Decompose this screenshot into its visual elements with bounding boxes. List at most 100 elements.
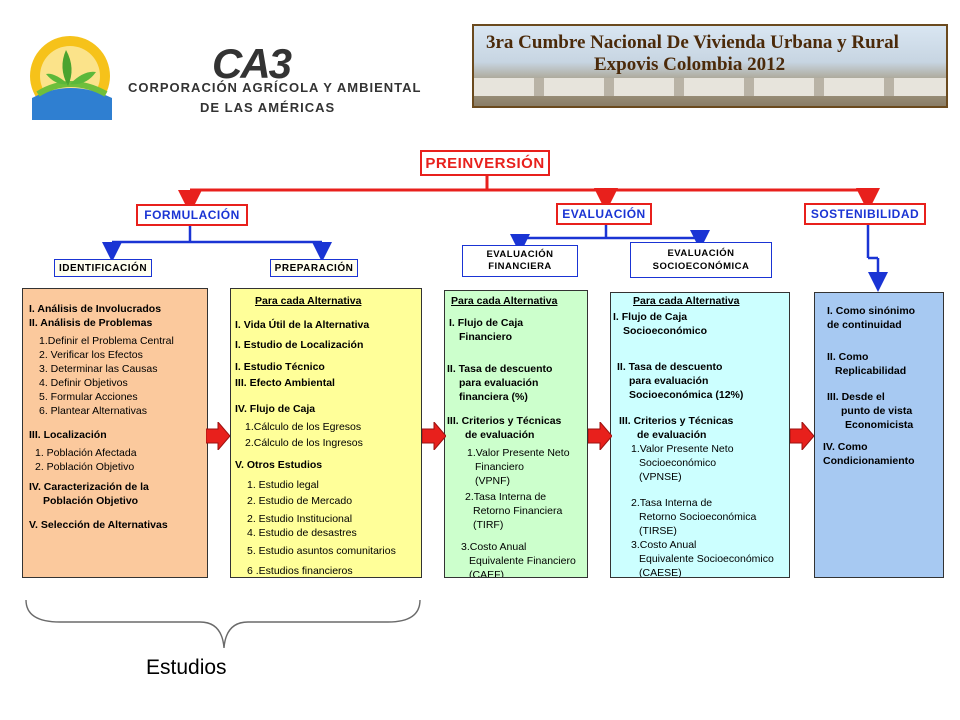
col5-line: de continuidad bbox=[827, 319, 902, 331]
col4-line: Para cada Alternativa bbox=[633, 295, 740, 307]
col4-line: Socioeconómico bbox=[639, 457, 717, 469]
col1-line: 6. Plantear Alternativas bbox=[39, 405, 147, 417]
col1-line: III. Localización bbox=[29, 429, 107, 441]
arrow-right-icon bbox=[588, 422, 612, 450]
arrow-right-icon bbox=[422, 422, 446, 450]
col5-line: Replicabilidad bbox=[835, 365, 907, 377]
col3-line: para evaluación bbox=[459, 377, 539, 389]
col1-line: Población Objetivo bbox=[43, 495, 139, 507]
banner-subtitle: Expovis Colombia 2012 bbox=[594, 54, 786, 75]
col1-line: 2. Verificar los Efectos bbox=[39, 349, 143, 361]
col2-line: I. Estudio Técnico bbox=[235, 361, 325, 373]
col3-line: Retorno Financiera bbox=[473, 505, 563, 517]
col5-line: Economicista bbox=[845, 419, 914, 431]
col2-line: 2. Estudio Institucional bbox=[247, 513, 353, 525]
col4-line: para evaluación bbox=[629, 375, 709, 387]
col4-line: Retorno Socioeconómica bbox=[639, 511, 757, 523]
evaluacion-socioeconomica-column: Para cada Alternativa I. Flujo de Caja S… bbox=[610, 292, 790, 578]
col3-line: Financiero bbox=[475, 461, 525, 473]
col5-line: IV. Como bbox=[823, 441, 868, 453]
col3-line: (VPNF) bbox=[475, 475, 510, 487]
col4-line: Socioeconómica (12%) bbox=[629, 389, 744, 401]
eval-socioeconomica-line2: SOCIOECONÓMICA bbox=[652, 261, 750, 272]
formulacion-box: FORMULACIÓN bbox=[136, 204, 248, 226]
sostenibilidad-column: I. Como sinónimo de continuidad II. Como… bbox=[814, 292, 944, 578]
col3-line: Para cada Alternativa bbox=[451, 295, 558, 307]
col3-line: 3.Costo Anual bbox=[461, 541, 527, 553]
event-banner: 3ra Cumbre Nacional De Vivienda Urbana y… bbox=[472, 24, 948, 108]
col3-line: 1.Valor Presente Neto bbox=[467, 447, 570, 459]
col2-line: V. Otros Estudios bbox=[235, 459, 323, 471]
evaluacion-box: EVALUACIÓN bbox=[556, 203, 652, 225]
col3-line: (TIRF) bbox=[473, 519, 504, 531]
col1-line: 1.Definir el Problema Central bbox=[39, 335, 174, 347]
eval-financiera-line1: EVALUACIÓN bbox=[486, 249, 554, 260]
col2-line: Para cada Alternativa bbox=[255, 295, 362, 307]
col4-line: (CAESE) bbox=[639, 567, 682, 578]
preparacion-box: PREPARACIÓN bbox=[270, 259, 358, 277]
col2-line: 1. Estudio legal bbox=[247, 479, 319, 491]
col4-line: (TIRSE) bbox=[639, 525, 677, 537]
col3-line: Equivalente Financiero bbox=[469, 555, 576, 567]
logo-line3: DE LAS AMÉRICAS bbox=[200, 100, 336, 115]
logo-ca3: CA3 bbox=[212, 40, 292, 87]
col5-line: I. Como sinónimo bbox=[827, 305, 916, 317]
col4-line: de evaluación bbox=[637, 429, 707, 441]
col5-line: II. Como bbox=[827, 351, 869, 363]
col2-line: III. Efecto Ambiental bbox=[235, 377, 335, 389]
col4-line: 3.Costo Anual bbox=[631, 539, 697, 551]
identificacion-column: I. Análisis de Involucrados II. Análisis… bbox=[22, 288, 208, 578]
col4-line: II. Tasa de descuento bbox=[617, 361, 723, 373]
col3-line: (CAEF) bbox=[469, 569, 504, 578]
logo-line2: CORPORACIÓN AGRÍCOLA Y AMBIENTAL bbox=[128, 80, 422, 95]
sostenibilidad-box: SOSTENIBILIDAD bbox=[804, 203, 926, 225]
arrow-right-icon bbox=[206, 422, 230, 450]
col1-line: 3. Determinar las Causas bbox=[39, 363, 158, 375]
col1-line: II. Análisis de Problemas bbox=[29, 317, 153, 329]
arrow-right-icon bbox=[790, 422, 814, 450]
col4-line: (VPNSE) bbox=[639, 471, 682, 483]
col2-line: 5. Estudio asuntos comunitarios bbox=[247, 545, 396, 557]
ca3-sun-logo bbox=[30, 36, 112, 120]
col2-line: I. Vida Útil de la Alternativa bbox=[235, 319, 370, 331]
col1-line: IV. Caracterización de la bbox=[29, 481, 149, 493]
col2-line: I. Estudio de Localización bbox=[235, 339, 364, 351]
col5-line: Condicionamiento bbox=[823, 455, 915, 467]
col4-line: III. Criterios y Técnicas bbox=[619, 415, 734, 427]
identificacion-box: IDENTIFICACIÓN bbox=[54, 259, 152, 277]
col4-line: Equivalente Socioeconómico bbox=[639, 553, 774, 565]
col3-line: de evaluación bbox=[465, 429, 535, 441]
banner-houses bbox=[474, 78, 946, 96]
eval-financiera-line2: FINANCIERA bbox=[488, 261, 552, 272]
col4-line: 2.Tasa Interna de bbox=[631, 497, 713, 509]
col2-line: 4. Estudio de desastres bbox=[247, 527, 357, 539]
col5-line: III. Desde el bbox=[827, 391, 885, 403]
col3-line: III. Criterios y Técnicas bbox=[447, 415, 562, 427]
col1-line: 5. Formular Acciones bbox=[39, 391, 138, 403]
evaluacion-financiera-column: Para cada Alternativa I. Flujo de Caja F… bbox=[444, 290, 588, 578]
col5-line: punto de vista bbox=[841, 405, 913, 417]
col2-line: 6 .Estudios financieros bbox=[247, 565, 353, 577]
eval-financiera-box: EVALUACIÓN FINANCIERA bbox=[462, 245, 578, 277]
col3-line: 2.Tasa Interna de bbox=[465, 491, 547, 503]
col1-line: 2. Población Objetivo bbox=[35, 461, 135, 473]
col1-line: 4. Definir Objetivos bbox=[39, 377, 128, 389]
col1-line: 1. Población Afectada bbox=[35, 447, 137, 459]
col4-line: I. Flujo de Caja bbox=[613, 311, 688, 323]
col1-line: V. Selección de Alternativas bbox=[29, 519, 168, 531]
preinversion-box: PREINVERSIÓN bbox=[420, 150, 550, 176]
col3-line: II. Tasa de descuento bbox=[447, 363, 553, 375]
col3-line: Financiero bbox=[459, 331, 513, 343]
col2-line: 1.Cálculo de los Egresos bbox=[245, 421, 362, 433]
col4-line: 1.Valor Presente Neto bbox=[631, 443, 734, 455]
col3-line: financiera (%) bbox=[459, 391, 528, 403]
col1-line: I. Análisis de Involucrados bbox=[29, 303, 162, 315]
col4-line: Socioeconómico bbox=[623, 325, 708, 337]
preparacion-column: Para cada Alternativa I. Vida Útil de la… bbox=[230, 288, 422, 578]
col3-line: I. Flujo de Caja bbox=[449, 317, 524, 329]
col2-line: 2. Estudio de Mercado bbox=[247, 495, 353, 507]
eval-socioeconomica-line1: EVALUACIÓN bbox=[667, 248, 735, 259]
eval-socioeconomica-box: EVALUACIÓN SOCIOECONÓMICA bbox=[630, 242, 772, 278]
banner-title: 3ra Cumbre Nacional De Vivienda Urbana y… bbox=[486, 32, 899, 53]
